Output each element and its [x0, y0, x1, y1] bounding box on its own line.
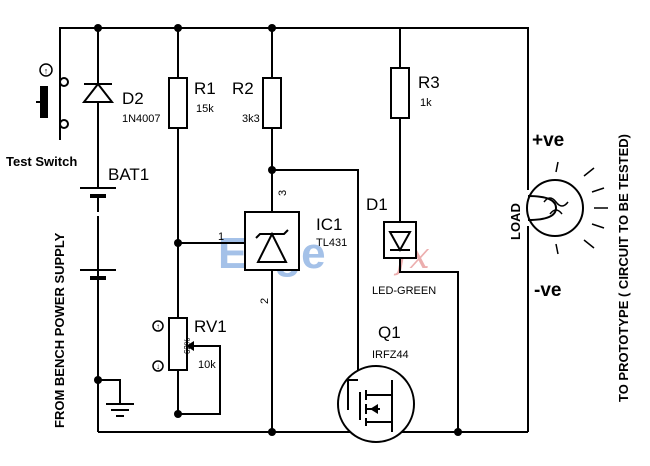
- d2-ref: D2: [122, 89, 144, 108]
- plus-terminal-label: +ve: [532, 130, 564, 151]
- bat1-ref: BAT1: [108, 165, 149, 184]
- test-switch[interactable]: ↑: [36, 28, 69, 140]
- rv1-ref: RV1: [194, 317, 227, 336]
- svg-text:↑: ↑: [44, 66, 49, 76]
- svg-text:↑: ↑: [156, 322, 160, 331]
- ic1-pin2: 2: [259, 298, 271, 304]
- test-switch-label: Test Switch: [6, 154, 77, 169]
- led-d1: [383, 221, 417, 259]
- mosfet-q1: [337, 365, 415, 443]
- d1-ref: D1: [366, 195, 388, 214]
- prototype-label: TO PROTOTYPE ( CIRCUIT TO BE TESTED): [616, 134, 631, 402]
- svg-text:↓: ↓: [156, 362, 160, 371]
- resistor-r3: [390, 67, 410, 119]
- potentiometer-rv1[interactable]: 62% ↑ ↓: [152, 317, 196, 372]
- d1-value: LED-GREEN: [372, 285, 436, 297]
- rv1-setting: 62%: [183, 338, 192, 354]
- d2-value: 1N4007: [122, 113, 161, 125]
- minus-terminal-label: -ve: [534, 280, 561, 301]
- diode-d2: [81, 82, 115, 103]
- load-label: LOAD: [508, 203, 523, 240]
- r1-ref: R1: [194, 79, 216, 98]
- ic1-pin3: 3: [277, 190, 289, 196]
- bench-supply-label: FROM BENCH POWER SUPPLY: [52, 232, 67, 428]
- ic1-value: TL431: [316, 237, 347, 249]
- rv1-value: 10k: [198, 359, 216, 371]
- resistor-r2: [262, 77, 282, 129]
- r2-ref: R2: [232, 79, 254, 98]
- resistor-r1: [168, 77, 188, 129]
- ic1-tl431: [244, 211, 300, 271]
- ic1-pin1: 1: [218, 231, 224, 243]
- ic1-ref: IC1: [316, 215, 342, 234]
- q1-ref: Q1: [378, 323, 401, 342]
- load-lamp: [526, 155, 608, 262]
- r3-ref: R3: [418, 73, 440, 92]
- r1-value: 15k: [196, 103, 214, 115]
- r3-value: 1k: [420, 97, 432, 109]
- q1-value: IRFZ44: [372, 349, 409, 361]
- battery-bat1: [80, 187, 116, 300]
- r2-value: 3k3: [242, 113, 260, 125]
- ground-symbol: [98, 379, 134, 417]
